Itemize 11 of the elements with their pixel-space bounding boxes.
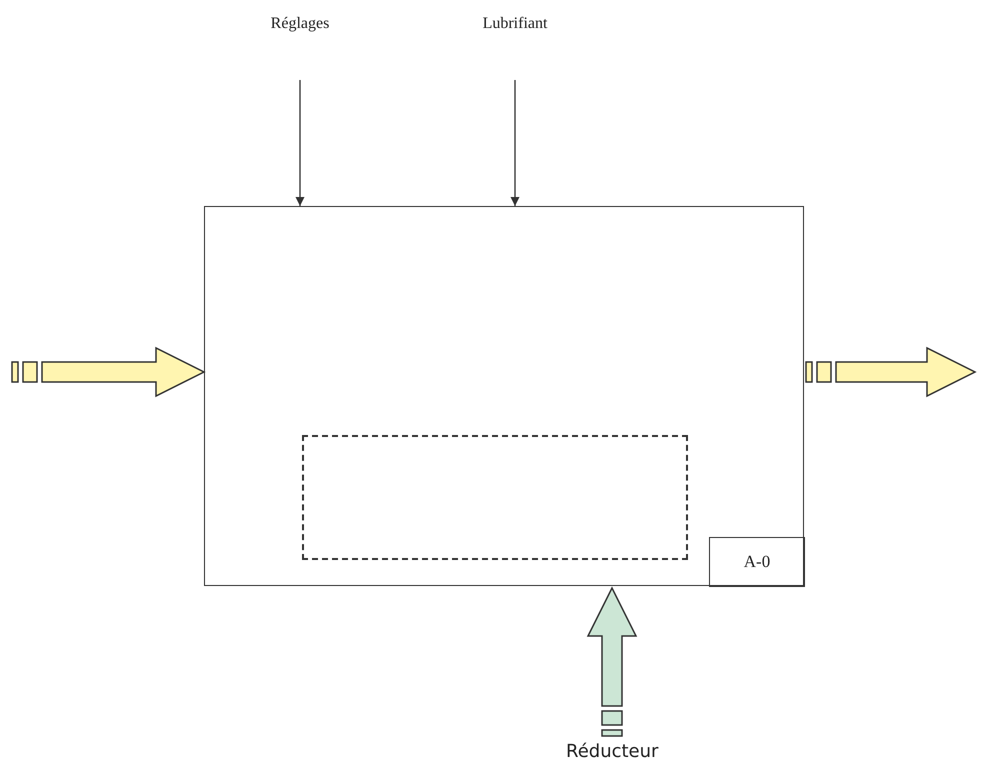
- block-arrow: [586, 586, 638, 737]
- arrow: [296, 80, 304, 206]
- block-arrow: [805, 346, 977, 398]
- arrow: [510, 80, 520, 206]
- dashed-box: [302, 435, 688, 560]
- control-label: Lubrifiant: [473, 12, 557, 34]
- function-box: [204, 206, 804, 586]
- block-arrow: [11, 346, 206, 398]
- diagram-id-box: A-0: [709, 537, 805, 587]
- control-label: Réglages: [262, 12, 338, 34]
- mechanism-label: Réducteur: [566, 738, 656, 762]
